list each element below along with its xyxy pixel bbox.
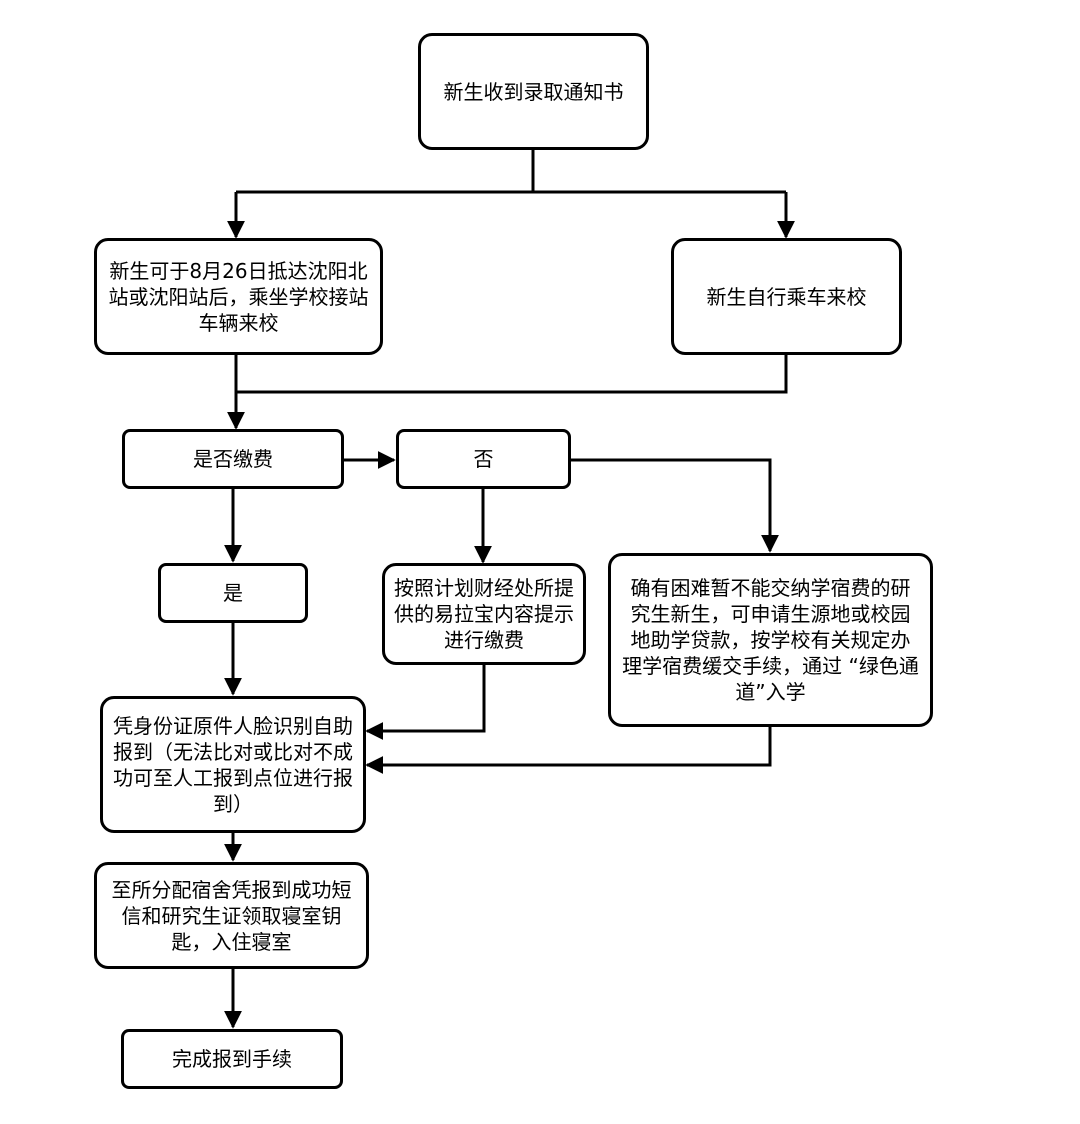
node-no: 否: [396, 429, 571, 489]
edge-guide-to-checkin: [365, 664, 486, 740]
node-face-checkin-label: 凭身份证原件人脸识别自助报到（无法比对或比对不成功可至人工报到点位进行报到）: [113, 713, 353, 816]
node-pay-guide-label: 按照计划财经处所提供的易拉宝内容提示进行缴费: [394, 576, 574, 652]
node-self-travel-label: 新生自行乘车来校: [706, 284, 867, 309]
node-dorm: 至所分配宿舍凭报到成功短信和研究生证领取寝室钥匙，入住寝室: [94, 862, 369, 969]
edge-green-to-checkin: [365, 726, 772, 774]
node-yes: 是: [158, 563, 308, 623]
node-paid-question: 是否缴费: [122, 429, 344, 489]
node-school-shuttle-label: 新生可于8月26日抵达沈阳北站或沈阳站后，乘坐学校接站车辆来校: [108, 258, 369, 335]
node-no-label: 否: [473, 447, 494, 471]
node-done: 完成报到手续: [121, 1029, 343, 1089]
node-green-channel: 确有困难暂不能交纳学宿费的研究生新生，可申请生源地或校园地助学贷款，按学校有关规…: [608, 553, 933, 727]
edge-merge: [236, 354, 788, 394]
node-paid-question-label: 是否缴费: [193, 447, 273, 471]
node-done-label: 完成报到手续: [172, 1047, 292, 1071]
node-start: 新生收到录取通知书: [418, 33, 649, 150]
node-green-channel-label: 确有困难暂不能交纳学宿费的研究生新生，可申请生源地或校园地助学贷款，按学校有关规…: [622, 576, 919, 704]
node-pay-guide: 按照计划财经处所提供的易拉宝内容提示进行缴费: [382, 563, 586, 665]
edge-to-green-channel: [570, 458, 779, 553]
node-face-checkin: 凭身份证原件人脸识别自助报到（无法比对或比对不成功可至人工报到点位进行报到）: [100, 696, 366, 833]
node-start-label: 新生收到录取通知书: [443, 79, 624, 104]
node-dorm-label: 至所分配宿舍凭报到成功短信和研究生证领取寝室钥匙，入住寝室: [111, 877, 352, 954]
node-school-shuttle: 新生可于8月26日抵达沈阳北站或沈阳站后，乘坐学校接站车辆来校: [94, 238, 383, 355]
node-self-travel: 新生自行乘车来校: [671, 238, 902, 355]
node-yes-label: 是: [223, 581, 243, 605]
